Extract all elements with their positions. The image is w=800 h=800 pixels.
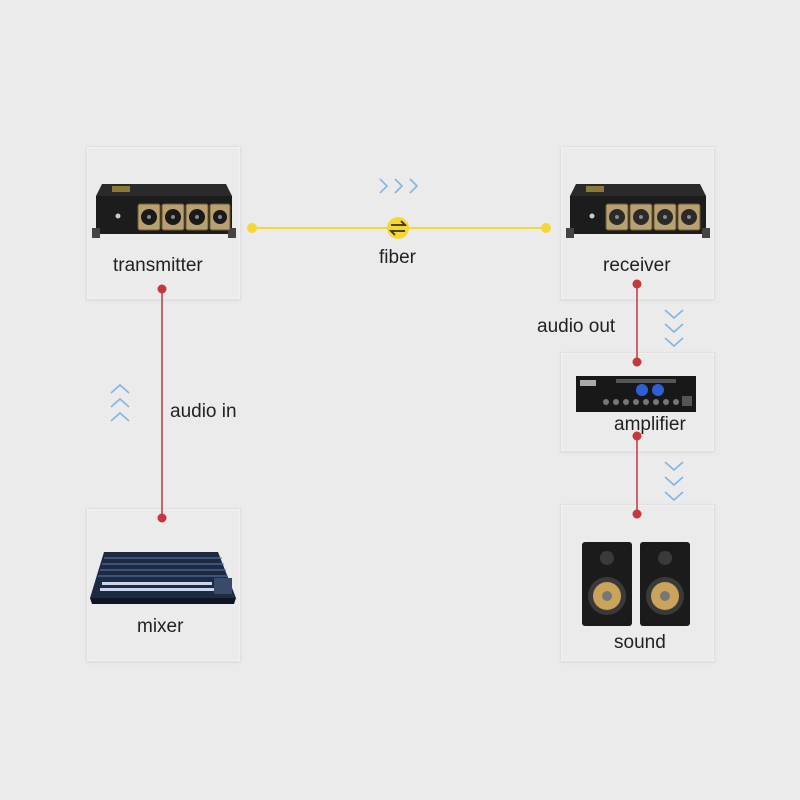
sound-down-arrows-icon (664, 461, 684, 502)
fiber-endpoint-dot (247, 223, 257, 233)
mixer-label: mixer (137, 616, 184, 637)
fiber-direction-arrows-icon (379, 178, 419, 194)
audio-in-label: audio in (170, 401, 237, 422)
speakers-device-image (582, 542, 690, 626)
sound-label: sound (614, 632, 666, 653)
fiber-endpoint-dot (541, 223, 551, 233)
amplifier-label: amplifier (614, 414, 686, 435)
audio-in-up-arrows-icon (110, 383, 130, 422)
audio-out-down-arrows-icon (664, 309, 684, 348)
fiber-exchange-icon (387, 217, 409, 239)
audio-in-dot-top (157, 284, 167, 294)
amplifier-device-image (576, 376, 696, 412)
transmitter-label: transmitter (113, 255, 203, 276)
fiber-label: fiber (379, 247, 416, 268)
audio-out-dot-top (632, 279, 642, 289)
audio-out-dot-bottom (632, 357, 642, 367)
mixer-device-image (90, 552, 236, 604)
amp-dot-bottom (632, 431, 642, 441)
receiver-device-image (566, 184, 710, 238)
audio-out-label: audio out (537, 316, 616, 337)
sound-dot-top (632, 509, 642, 519)
receiver-label: receiver (603, 255, 671, 276)
audio-in-dot-bottom (157, 513, 167, 523)
transmitter-device-image (92, 184, 236, 238)
